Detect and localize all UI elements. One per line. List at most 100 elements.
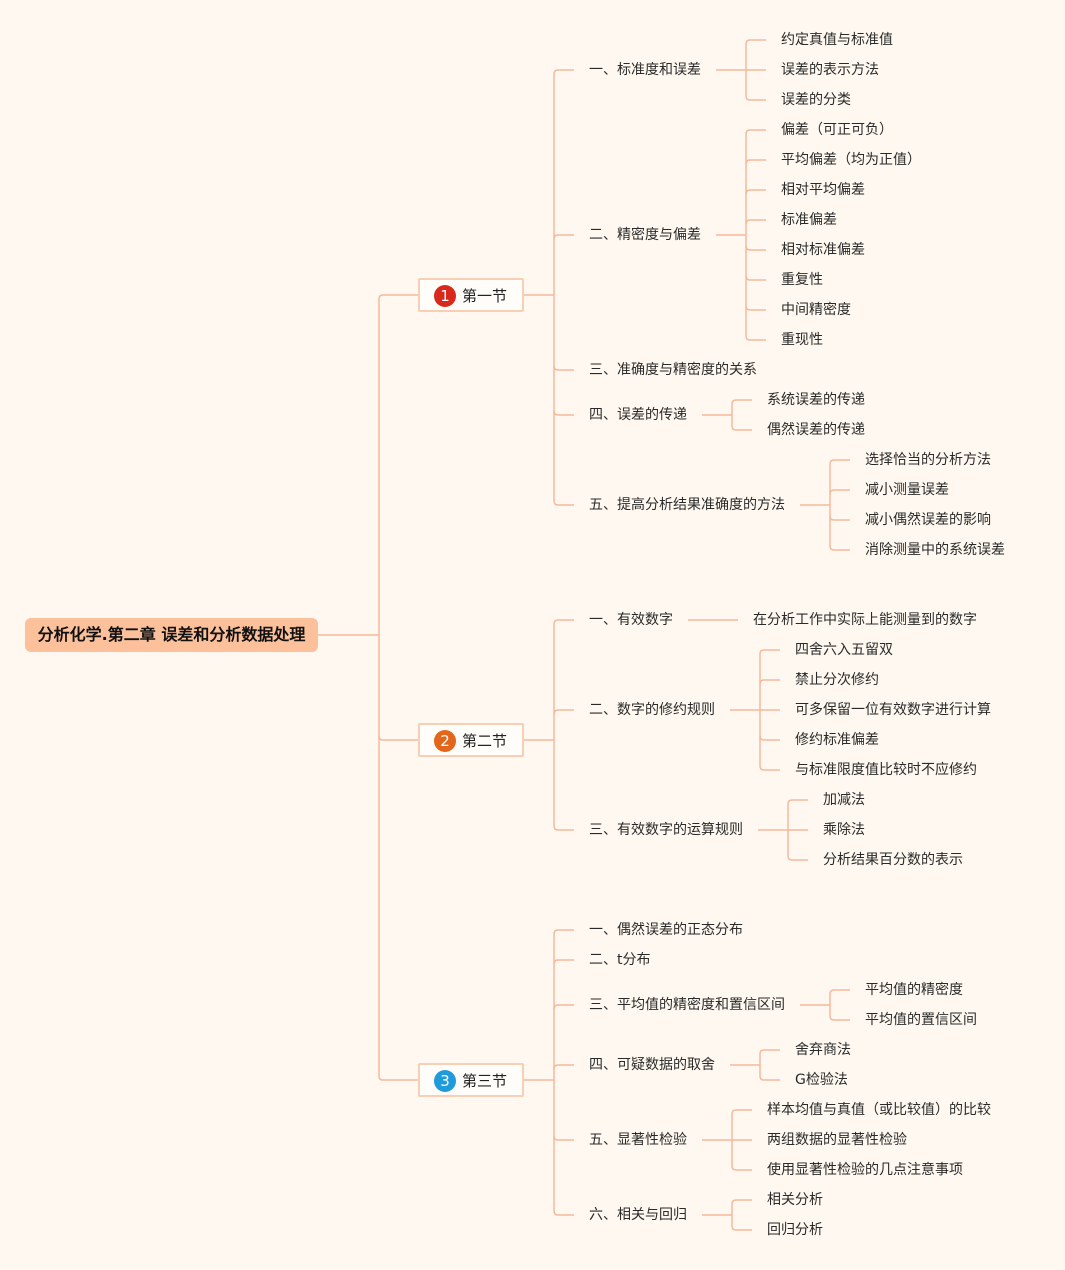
leaf-2-3-3[interactable]: 分析结果百分数的表示 bbox=[823, 852, 963, 868]
leaf-3-6-1[interactable]: 相关分析 bbox=[767, 1192, 823, 1208]
connector-line-66 bbox=[829, 989, 850, 995]
topic-3-1[interactable]: 一、偶然误差的正态分布 bbox=[589, 922, 743, 938]
connector-line-55 bbox=[759, 679, 780, 685]
leaf-1-2-4[interactable]: 标准偏差 bbox=[781, 212, 837, 228]
leaf-1-2-8[interactable]: 重现性 bbox=[781, 332, 823, 348]
leaf-1-4-1[interactable]: 系统误差的传递 bbox=[767, 392, 865, 408]
connector-line-43 bbox=[731, 399, 752, 405]
connector-line-4 bbox=[378, 735, 418, 741]
connector-line-63 bbox=[787, 855, 808, 861]
leaf-2-3-1[interactable]: 加减法 bbox=[823, 792, 865, 808]
connector-line-9 bbox=[553, 234, 574, 240]
connector-line-80 bbox=[731, 1225, 752, 1231]
connector-line-58 bbox=[759, 765, 780, 771]
connector-line-49 bbox=[829, 515, 850, 521]
number-badge-2: 2 bbox=[434, 730, 456, 752]
leaf-3-5-2[interactable]: 两组数据的显著性检验 bbox=[767, 1132, 907, 1148]
connector-line-36 bbox=[745, 219, 766, 225]
leaf-3-5-3[interactable]: 使用显著性检验的几点注意事项 bbox=[767, 1162, 963, 1178]
topic-2-1[interactable]: 一、有效数字 bbox=[589, 612, 673, 628]
connector-line-22 bbox=[553, 1004, 574, 1010]
connector-line-8 bbox=[553, 69, 574, 75]
connector-line-34 bbox=[745, 159, 766, 165]
connector-line-67 bbox=[829, 1015, 850, 1021]
leaf-3-4-1[interactable]: 舍弃商法 bbox=[795, 1042, 851, 1058]
topic-3-4[interactable]: 四、可疑数据的取舍 bbox=[589, 1057, 715, 1073]
leaf-1-2-5[interactable]: 相对标准偏差 bbox=[781, 242, 865, 258]
connector-line-70 bbox=[759, 1049, 780, 1055]
connector-line-30 bbox=[745, 95, 766, 101]
section-label-2: 第二节 bbox=[462, 732, 508, 750]
leaf-2-2-1[interactable]: 四舍六入五留双 bbox=[795, 642, 893, 658]
topic-1-4[interactable]: 四、误差的传递 bbox=[589, 407, 687, 423]
section-node-3[interactable]: 3 第三节 bbox=[418, 1063, 524, 1097]
connector-line-33 bbox=[745, 129, 766, 135]
topic-1-2[interactable]: 二、精密度与偏差 bbox=[589, 227, 701, 243]
connector-line-11 bbox=[553, 410, 574, 416]
leaf-3-3-2[interactable]: 平均值的置信区间 bbox=[865, 1012, 977, 1028]
connector-line-5 bbox=[378, 1075, 418, 1081]
connector-line-16 bbox=[553, 709, 574, 715]
connector-line-44 bbox=[731, 425, 752, 431]
leaf-2-2-4[interactable]: 修约标准偏差 bbox=[795, 732, 879, 748]
topic-2-2[interactable]: 二、数字的修约规则 bbox=[589, 702, 715, 718]
leaf-2-1-1[interactable]: 在分析工作中实际上能测量到的数字 bbox=[753, 612, 977, 628]
leaf-1-2-7[interactable]: 中间精密度 bbox=[781, 302, 851, 318]
leaf-2-2-3[interactable]: 可多保留一位有效数字进行计算 bbox=[795, 702, 991, 718]
leaf-1-1-1[interactable]: 约定真值与标准值 bbox=[781, 32, 893, 48]
connector-line-37 bbox=[745, 245, 766, 251]
section-node-1[interactable]: 1 第一节 bbox=[418, 278, 524, 312]
connector-line-3 bbox=[378, 294, 418, 300]
leaf-3-6-2[interactable]: 回归分析 bbox=[767, 1222, 823, 1238]
connector-line-12 bbox=[553, 500, 574, 506]
connector-line-35 bbox=[745, 189, 766, 195]
connector-line-40 bbox=[745, 335, 766, 341]
topic-3-6[interactable]: 六、相关与回归 bbox=[589, 1207, 687, 1223]
leaf-1-2-3[interactable]: 相对平均偏差 bbox=[781, 182, 865, 198]
connector-line-38 bbox=[745, 275, 766, 281]
topic-3-3[interactable]: 三、平均值的精密度和置信区间 bbox=[589, 997, 785, 1013]
connector-line-57 bbox=[759, 735, 780, 741]
topic-2-3[interactable]: 三、有效数字的运算规则 bbox=[589, 822, 743, 838]
leaf-2-2-2[interactable]: 禁止分次修约 bbox=[795, 672, 879, 688]
leaf-2-2-5[interactable]: 与标准限度值比较时不应修约 bbox=[795, 762, 977, 778]
leaf-1-5-3[interactable]: 减小偶然误差的影响 bbox=[865, 512, 991, 528]
leaf-1-5-4[interactable]: 消除测量中的系统误差 bbox=[865, 542, 1005, 558]
connector-line-54 bbox=[759, 649, 780, 655]
root-node[interactable]: 分析化学.第二章 误差和分析数据处理 bbox=[25, 618, 318, 652]
connector-line-28 bbox=[745, 39, 766, 45]
leaf-1-5-2[interactable]: 减小测量误差 bbox=[865, 482, 949, 498]
topic-1-3[interactable]: 三、准确度与精密度的关系 bbox=[589, 362, 757, 378]
leaf-1-1-2[interactable]: 误差的表示方法 bbox=[781, 62, 879, 78]
section-label-1: 第一节 bbox=[462, 287, 508, 305]
connector-line-20 bbox=[553, 929, 574, 935]
leaf-3-4-2[interactable]: G检验法 bbox=[795, 1072, 848, 1088]
leaf-3-5-1[interactable]: 样本均值与真值（或比较值）的比较 bbox=[767, 1102, 991, 1118]
section-node-2[interactable]: 2 第二节 bbox=[418, 723, 524, 757]
connector-line-50 bbox=[829, 545, 850, 551]
leaf-2-3-2[interactable]: 乘除法 bbox=[823, 822, 865, 838]
connector-line-71 bbox=[759, 1075, 780, 1081]
topic-1-5[interactable]: 五、提高分析结果准确度的方法 bbox=[589, 497, 785, 513]
connector-line-48 bbox=[829, 489, 850, 495]
connector-line-25 bbox=[553, 1210, 574, 1216]
connector-line-15 bbox=[553, 619, 574, 625]
connector-line-79 bbox=[731, 1199, 752, 1205]
leaf-1-2-6[interactable]: 重复性 bbox=[781, 272, 823, 288]
leaf-1-2-1[interactable]: 偏差（可正可负） bbox=[781, 122, 893, 138]
connector-line-10 bbox=[553, 365, 574, 371]
topic-1-1[interactable]: 一、标准度和误差 bbox=[589, 62, 701, 78]
leaf-1-2-2[interactable]: 平均偏差（均为正值） bbox=[781, 152, 921, 168]
connector-line-39 bbox=[745, 305, 766, 311]
leaf-3-3-1[interactable]: 平均值的精密度 bbox=[865, 982, 963, 998]
connector-line-21 bbox=[553, 959, 574, 965]
leaf-1-1-3[interactable]: 误差的分类 bbox=[781, 92, 851, 108]
connector-line-17 bbox=[553, 825, 574, 831]
leaf-1-4-2[interactable]: 偶然误差的传递 bbox=[767, 422, 865, 438]
topic-3-2[interactable]: 二、t分布 bbox=[589, 952, 651, 968]
topic-3-5[interactable]: 五、显著性检验 bbox=[589, 1132, 687, 1148]
connector-line-24 bbox=[553, 1135, 574, 1141]
leaf-1-5-1[interactable]: 选择恰当的分析方法 bbox=[865, 452, 991, 468]
connector-line-61 bbox=[787, 799, 808, 805]
